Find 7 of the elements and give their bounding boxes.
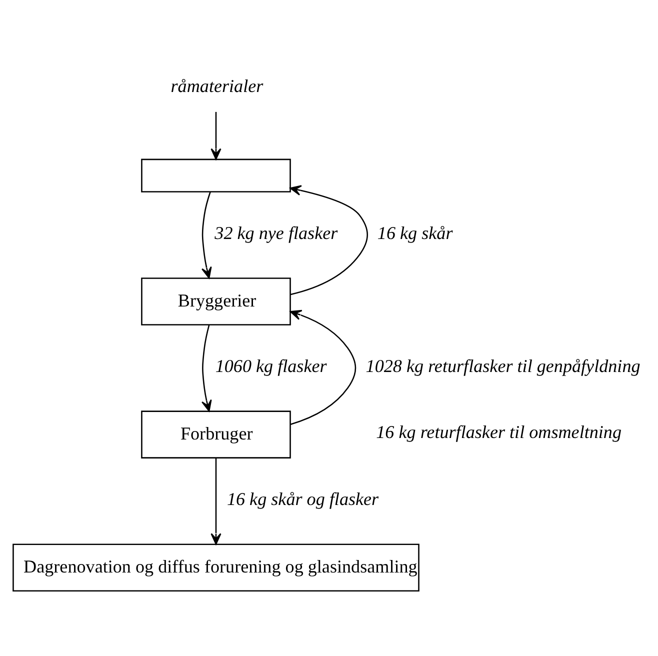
edge-label: 16 kg skår [377, 223, 453, 244]
edge-label: 1060 kg flasker [215, 356, 327, 376]
edge-label: 16 kg skår og flasker [226, 489, 379, 510]
edge-label: 32 kg nye flasker [214, 223, 338, 244]
node-text: råmaterialer [170, 76, 264, 96]
label: 16 kg returflasker til omsmeltning [376, 422, 622, 442]
edge-label: 1028 kg returflasker til genpåfyldning [366, 356, 640, 376]
